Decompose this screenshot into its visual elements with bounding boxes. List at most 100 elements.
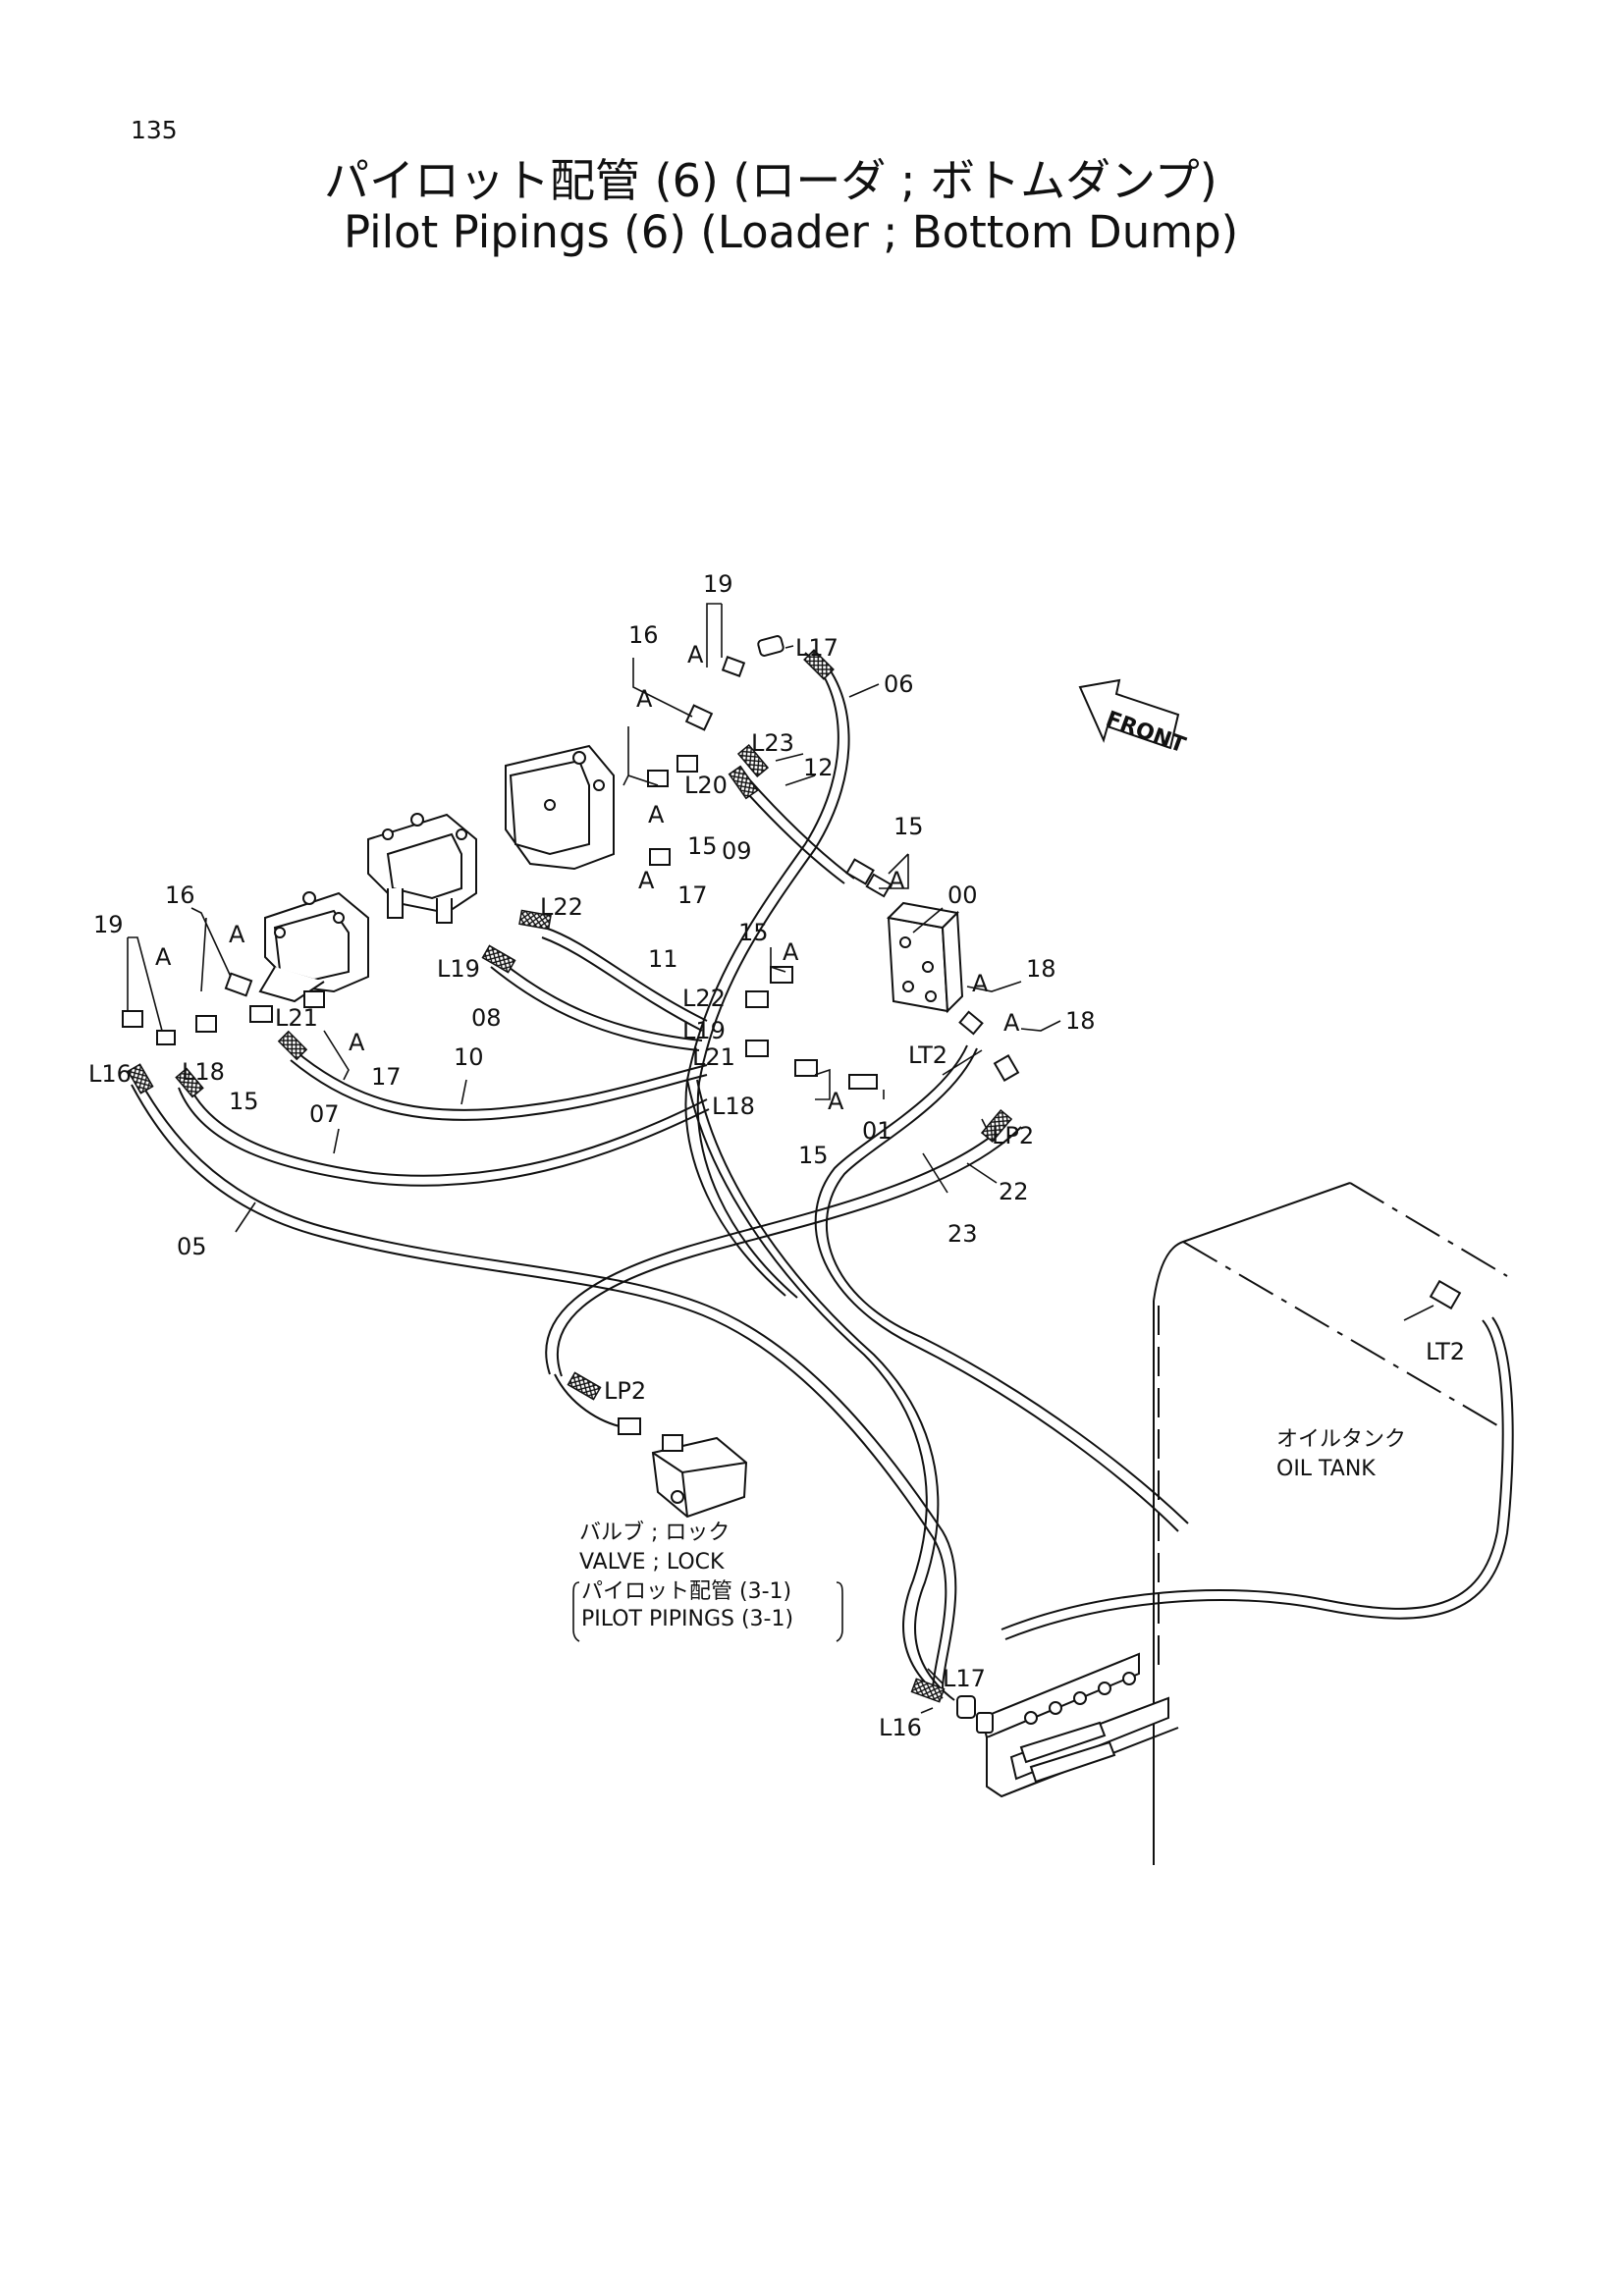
fitting-17-left [303,990,325,1008]
fitting-lt2-tank [1429,1279,1462,1310]
hose-07-edge [178,1087,710,1187]
fitting-l16-bottom [976,1712,994,1734]
label-23: 23 [947,1220,978,1248]
label-a-right: A [889,867,905,894]
label-10: 10 [454,1043,484,1071]
fitting-15-mid [676,755,698,773]
label-a-mid2: A [638,867,655,894]
hose-23-edge [825,1047,1189,1524]
fitting-15-left [195,1015,217,1033]
hose-lt2 [1001,1319,1504,1630]
oil-tank [1153,1182,1508,1865]
fitting-15-right [845,858,875,885]
fitting-18-a [958,1010,984,1036]
fitting-a-left [156,1030,176,1045]
hose-05-edge [131,1084,947,1691]
hose-l17 [686,1079,944,1699]
label-15-mid: 15 [687,832,718,860]
label-01: 01 [862,1117,893,1145]
pilot-valve-lower [258,891,369,1003]
hose-10 [294,1049,708,1111]
braid-l20 [728,765,759,800]
hose-06-edge [696,652,850,1299]
pilot-piping-ref-jp: パイロット配管 (3-1) [581,1579,791,1604]
label-16-left: 16 [165,881,195,909]
bolt-01 [848,1074,878,1090]
braid-l22 [518,909,552,931]
label-l18-left: L18 [182,1058,225,1086]
fitting-l21-left [249,1005,273,1023]
fitting-17-mid [649,848,671,866]
label-a-left1: A [229,921,245,948]
label-05: 05 [177,1233,207,1260]
fitting-l17-bottom [956,1695,976,1719]
hose-23 [814,1044,1179,1532]
label-l20: L20 [684,772,728,799]
valve-lock-label-en: VALVE ; LOCK [579,1550,725,1575]
label-l19-c: L19 [682,1017,726,1044]
manifold-block [886,901,964,1014]
pilot-valve-upper [505,744,615,871]
label-a-c: A [783,938,799,966]
fitting-l20 [647,770,669,787]
label-l17-top: L17 [795,634,839,662]
lock-valve [651,1434,748,1519]
label-lp2-right: LP2 [992,1122,1034,1149]
label-22: 22 [999,1178,1029,1205]
title-english: Pilot Pipings (6) (Loader ; Bottom Dump) [344,206,1239,258]
hose-10-edge [290,1059,708,1121]
label-16-top: 16 [628,621,659,649]
label-l21-c: L21 [692,1043,735,1071]
braid-l16-bottom [910,1678,946,1703]
fitting-18-b [993,1053,1020,1083]
braid-l23 [736,743,770,778]
fitting-16-left [224,972,253,997]
label-l16-bottom: L16 [879,1714,922,1741]
leader-lines [127,603,1434,1714]
label-18a: 18 [1026,955,1056,983]
label-09: 09 [722,837,752,865]
braid-l18 [175,1067,204,1098]
label-l23: L23 [751,729,794,757]
fitting-l19-c [745,990,769,1008]
label-06: 06 [884,670,914,698]
fitting-lp2-lower [618,1417,641,1435]
label-l17-bottom: L17 [943,1665,986,1692]
fitting-l21-c [745,1040,769,1057]
label-19-left: 19 [93,911,124,938]
callout-notes: オイルタンク OIL TANK バルブ ; ロック VALVE ; LOCK パ… [572,1427,1406,1642]
hose-lines [131,652,1514,1701]
braid-l21 [277,1030,308,1061]
label-l21-left: L21 [275,1004,318,1032]
label-15-left: 15 [229,1088,259,1115]
part-labels: 19 16 A A L17 06 L23 12 L20 A 15 09 17 A… [88,570,1465,1741]
pilot-valve-middle [367,813,477,924]
label-l19-mid: L19 [437,955,480,983]
hose-lt2-edge [1004,1316,1514,1640]
hose-11 [544,927,708,1022]
label-18b: 18 [1065,1007,1096,1035]
fitting-16-top [684,704,714,731]
label-15-bottom: 15 [798,1142,829,1169]
pilot-valves [258,744,615,1003]
hose-l17-edge [696,1079,955,1701]
fitting-19-top [721,656,746,677]
fitting-19-left [122,1010,143,1028]
label-a-left3: A [349,1029,365,1056]
hose-12 [740,770,855,880]
label-lt2-c: LT2 [908,1041,947,1069]
label-17-left: 17 [371,1063,402,1091]
braid-l19 [481,944,516,974]
label-12: 12 [803,754,834,781]
fitting-a-right [865,873,893,898]
pilot-piping-ref-en: PILOT PIPINGS (3-1) [581,1607,793,1631]
fittings [122,635,1462,1435]
frame-bracket [956,1652,1179,1798]
fitting-l17-top [757,635,784,657]
fitting-15-c2 [794,1059,818,1077]
braid-l16 [127,1063,154,1095]
label-19-top: 19 [703,570,733,598]
hose-22 [545,1118,1012,1375]
label-a-bottom: A [828,1088,844,1115]
